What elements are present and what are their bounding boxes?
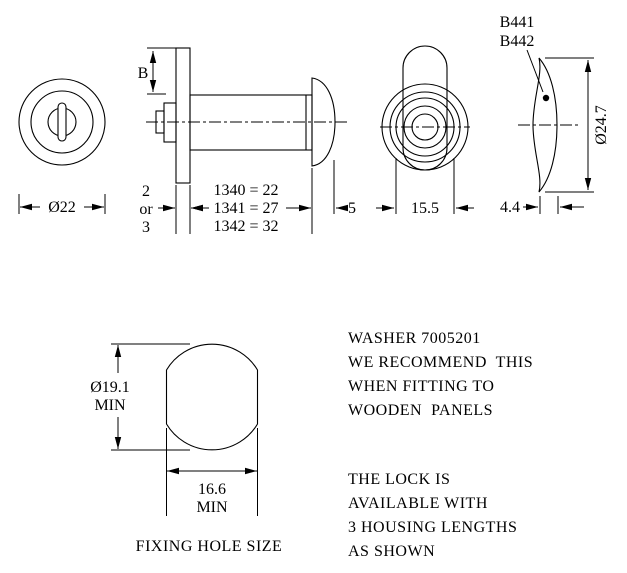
fixing-hole-diameter-dimension: Ø19.1 (90, 379, 130, 396)
flange-thickness-line1: 2 (142, 183, 150, 200)
flange-thickness-line3: 3 (142, 219, 150, 236)
washer-note-line2: WE RECOMMEND THIS (348, 354, 533, 371)
rear-width-dimension: 15.5 (411, 200, 439, 217)
housing-length-1340: 1340 = 22 (213, 182, 278, 199)
lock-note-line3: 3 HOUSING LENGTHS (348, 519, 517, 536)
washer-thickness-dimension: 4.4 (500, 199, 520, 216)
leader-line (526, 49, 544, 93)
cam-cap (311, 77, 336, 167)
lock-note-line2: AVAILABLE WITH (348, 495, 488, 512)
fixing-hole-view: Ø19.1 MIN 16.6 MIN FIXING HOLE SIZE (90, 343, 283, 555)
fixing-hole-width-min: MIN (196, 499, 228, 516)
rear-view: 15.5 (376, 45, 474, 217)
lock-note-line4: AS SHOWN (348, 543, 435, 560)
fixing-hole-width-dimension: 16.6 (198, 481, 226, 498)
side-view: B 2 or 3 1340 = 22 1341 = 27 1342 = 32 5 (138, 47, 356, 236)
washer-note-line4: WOODEN PANELS (348, 402, 493, 419)
front-view: Ø22 (18, 78, 106, 216)
front-diameter-dimension: Ø22 (48, 199, 76, 216)
washer-profile (532, 57, 558, 193)
lock-note: THE LOCK IS AVAILABLE WITH 3 HOUSING LEN… (348, 471, 517, 560)
cap-width-dimension: 5 (348, 200, 356, 217)
fixing-hole-diameter-min: MIN (94, 397, 126, 414)
washer-note-line1: WASHER 7005201 (348, 330, 481, 347)
flange-thickness-line2: or (139, 201, 153, 218)
keyhole-slot (57, 102, 67, 142)
b-dimension-label: B (138, 65, 149, 82)
washer-part-number-b442: B442 (500, 33, 535, 50)
washer-note-line3: WHEN FITTING TO (348, 378, 494, 395)
housing-length-1342: 1342 = 32 (213, 218, 278, 235)
washer-note: WASHER 7005201 WE RECOMMEND THIS WHEN FI… (348, 330, 533, 419)
fixing-hole-shape (165, 343, 259, 451)
leader-dot (542, 94, 550, 102)
washer-diameter-dimension: Ø24.7 (593, 105, 610, 145)
fixing-hole-caption: FIXING HOLE SIZE (136, 538, 283, 555)
washer-view: B441 B442 Ø24.7 4.4 (500, 14, 610, 216)
housing-length-1341: 1341 = 27 (213, 200, 278, 217)
lock-note-line1: THE LOCK IS (348, 471, 450, 488)
washer-part-number-b441: B441 (500, 14, 535, 31)
flange (175, 47, 191, 184)
